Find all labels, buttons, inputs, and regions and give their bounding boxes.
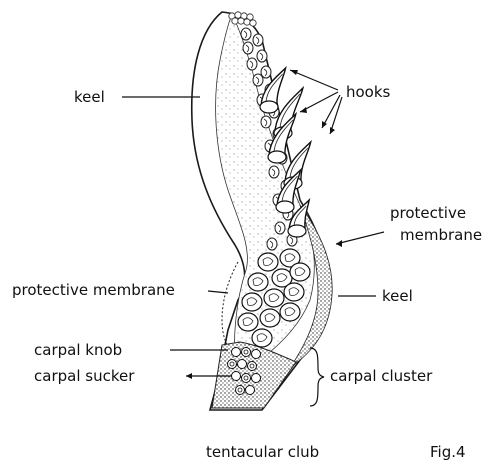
figure-number: Fig.4: [430, 443, 466, 461]
label-carpal-cluster: carpal cluster: [330, 367, 433, 385]
manus-sucker: [242, 293, 262, 311]
hooks-leader-1: [290, 70, 338, 90]
small-sucker: [247, 58, 257, 70]
membrane-left-leader: [208, 291, 228, 293]
label-keel-bottom: keel: [382, 287, 413, 305]
small-sucker: [241, 28, 251, 40]
carpal-sucker: [228, 360, 237, 369]
label-protective-membrane-right-line2: membrane: [400, 226, 482, 244]
label-protective-membrane-right-line1: protective: [390, 204, 466, 222]
small-sucker: [275, 222, 285, 234]
manus-sucker: [260, 309, 280, 327]
manus-sucker: [248, 273, 268, 291]
small-sucker: [261, 66, 271, 78]
small-sucker: [267, 238, 277, 250]
small-sucker: [257, 50, 267, 62]
label-carpal-knob: carpal knob: [34, 341, 122, 359]
carpal-sucker: [242, 348, 251, 357]
carpal-sucker: [248, 362, 257, 371]
carpal-knob: [232, 348, 241, 357]
manus-sucker: [280, 303, 300, 321]
carpal-knob: [238, 360, 247, 369]
manus-sucker: [252, 329, 272, 347]
membrane-right-leader: [336, 232, 384, 244]
small-sucker: [269, 166, 279, 178]
carpal-sucker: [242, 374, 251, 383]
label-carpal-sucker: carpal sucker: [34, 367, 135, 385]
figure-caption: tentacular club: [206, 443, 319, 461]
manus-sucker: [264, 289, 284, 307]
carpal-knob: [252, 350, 261, 359]
manus-sucker: [290, 263, 310, 281]
small-sucker: [243, 42, 253, 54]
manus-sucker: [258, 253, 278, 271]
manus-sucker: [284, 283, 304, 301]
small-sucker: [253, 74, 263, 86]
carpal-sucker: [236, 386, 245, 395]
small-sucker: [261, 116, 271, 128]
label-hooks: hooks: [346, 83, 391, 101]
manus-sucker: [238, 313, 258, 331]
carpal-cluster-brace: [310, 348, 324, 406]
small-sucker: [253, 34, 263, 46]
label-keel-top: keel: [74, 88, 105, 106]
label-protective-membrane-left: protective membrane: [12, 281, 175, 299]
carpal-knob: [252, 374, 261, 383]
carpal-knob: [246, 386, 255, 395]
carpal-knob: [232, 372, 241, 381]
